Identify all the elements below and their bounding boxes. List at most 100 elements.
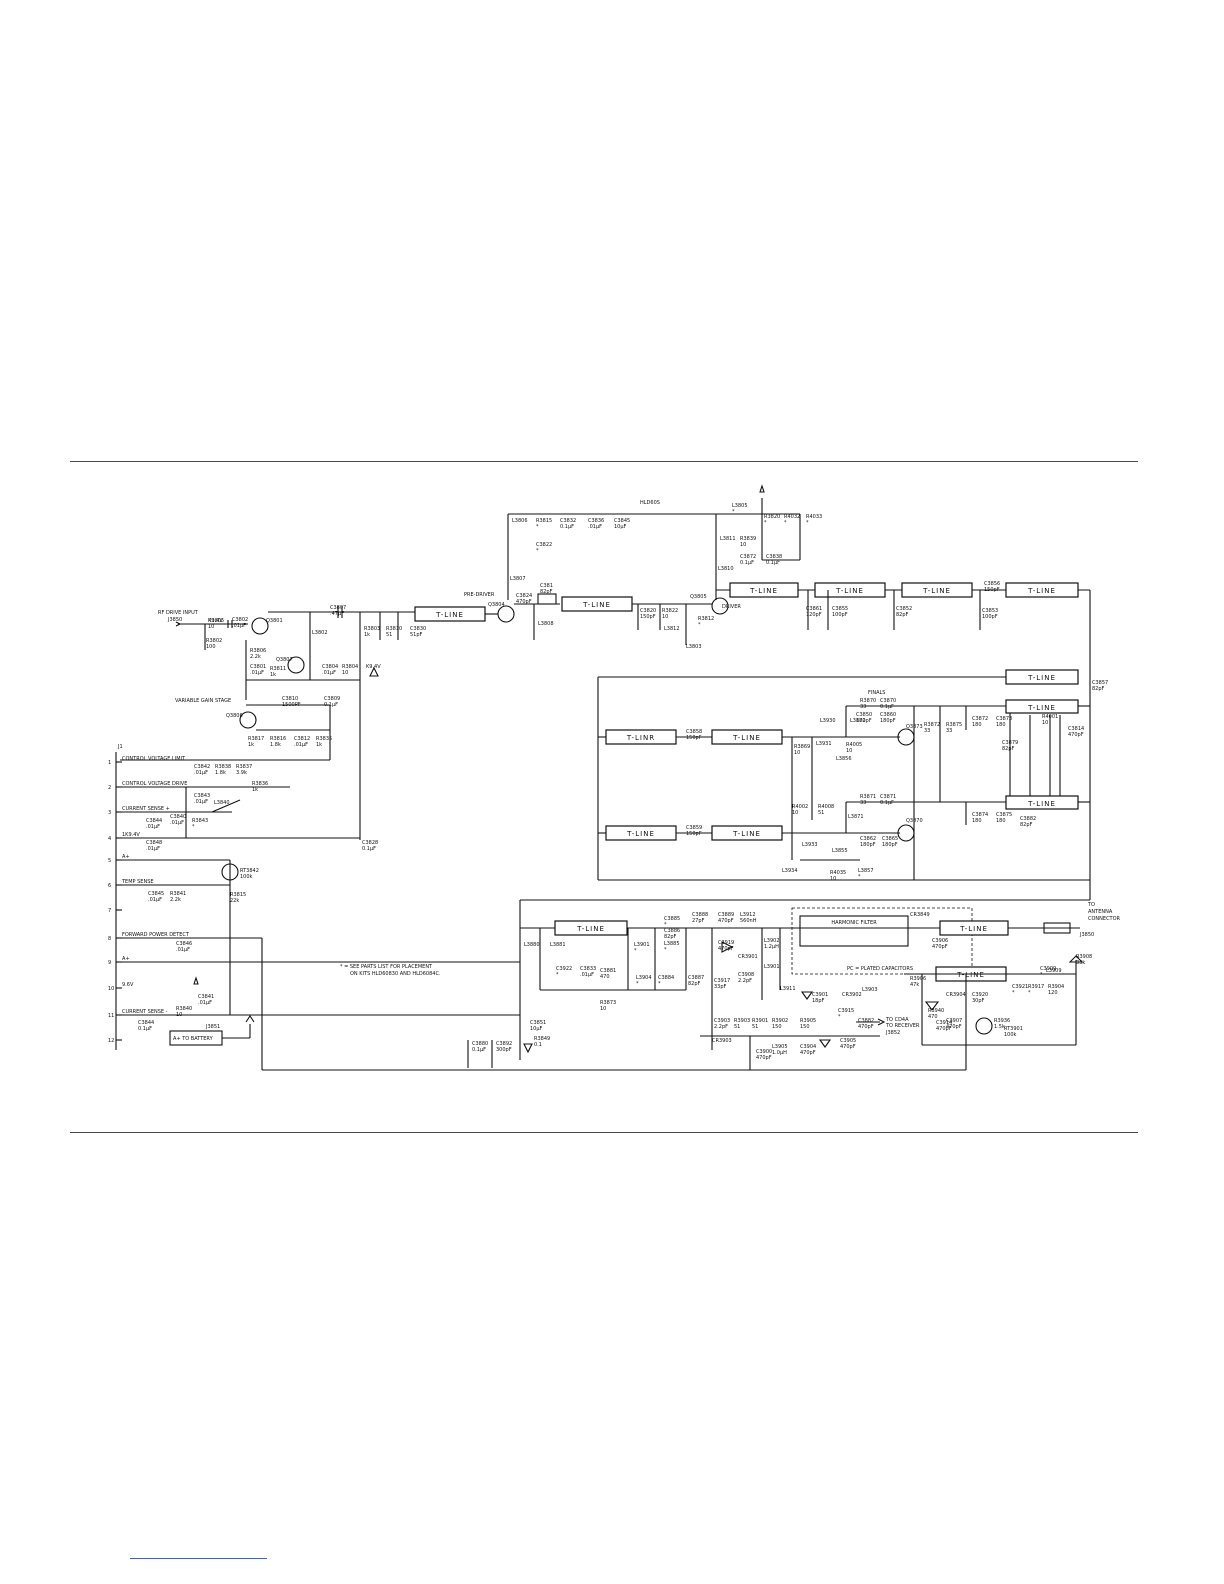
component-ref: C3833 <box>580 966 596 972</box>
component-ref: K9.4V <box>366 664 381 670</box>
component-ref: L3901 <box>764 964 780 970</box>
svg-text:J3850: J3850 <box>1079 932 1094 938</box>
component-value: 470pF <box>718 946 734 952</box>
component-ref: L3885 <box>664 941 680 947</box>
component-value: * <box>858 874 861 880</box>
harmonic-filter-label: HARMONIC FILTER <box>831 920 877 926</box>
component-ref: C3903 <box>714 1018 730 1024</box>
component-value: 120 <box>1048 990 1058 996</box>
component-ref: L3810 <box>718 566 734 572</box>
component-value: 470pF <box>800 1050 816 1056</box>
component-ref: R3836 <box>252 781 268 787</box>
component-value: .01µF <box>322 670 336 676</box>
component-value: .01µF <box>198 1000 212 1006</box>
component-value: 470pF <box>858 1024 874 1030</box>
component-ref: C3830 <box>410 626 426 632</box>
component-ref: CR3902 <box>842 992 862 998</box>
component-ref: C3874 <box>972 812 988 818</box>
component-value: 470pF <box>946 1024 962 1030</box>
component-value: * <box>1012 990 1015 996</box>
connector-pin-number: 8 <box>108 936 111 942</box>
component-ref: C3859 <box>686 825 702 831</box>
supply-rail: HLD60S <box>507 484 801 600</box>
component-ref: C3884 <box>658 975 674 981</box>
component-ref: L3811 <box>720 536 736 542</box>
component-ref: C3900 <box>756 1049 772 1055</box>
plated-capacitors-label: PC = PLATED CAPACITORS <box>847 966 913 972</box>
component-ref: C3887 <box>688 975 704 981</box>
component-value: 33 <box>860 704 866 710</box>
transistor-q3806 <box>239 711 257 729</box>
component-value: 0.1µF <box>362 846 376 852</box>
component-ref: R3904 <box>1048 984 1064 990</box>
component-value: 0.1µF <box>880 800 894 806</box>
tline-5 <box>901 582 973 598</box>
component-ref: C3838 <box>766 554 782 560</box>
component-value: 470pF <box>1068 732 1084 738</box>
connector-pin-label: CURRENT SENSE - <box>122 1009 168 1015</box>
component-value: 180pF <box>860 842 876 848</box>
component-value: 180 <box>996 818 1006 824</box>
component-value: .01µF <box>194 770 208 776</box>
component-ref: C3906 <box>932 938 948 944</box>
connector-pin-number: 12 <box>108 1038 114 1044</box>
component-ref: R3872 <box>924 722 940 728</box>
component-ref: C3840 <box>170 814 186 820</box>
component-ref: Q3801 <box>266 618 283 624</box>
component-value: 22k <box>230 898 239 904</box>
variable-gain-label: VARIABLE GAIN STAGE <box>175 698 231 704</box>
component-value: 560nH <box>740 918 757 924</box>
component-ref: R3875 <box>946 722 962 728</box>
component-value: 10 <box>830 876 836 882</box>
component-ref: L3933 <box>802 842 818 848</box>
component-value: 1k <box>252 787 258 793</box>
tline-15 <box>939 920 1009 936</box>
component-value: 10 <box>794 750 800 756</box>
component-value: 33 <box>924 728 930 734</box>
pre-driver-stage: T-LINE PRE-DRIVER T-LINE <box>414 592 712 640</box>
component-value: * <box>636 981 639 987</box>
component-value: 10 <box>792 810 798 816</box>
component-value: 3.9k <box>236 770 247 776</box>
component-ref: R3816 <box>270 736 286 742</box>
component-value: 0.1µF <box>324 702 338 708</box>
component-value: 82pF <box>688 981 701 987</box>
component-value: 51 <box>386 632 392 638</box>
component-value: 0.1µF <box>138 1026 152 1032</box>
component-value: 470pF <box>936 1026 952 1032</box>
component-ref: L3807 <box>510 576 526 582</box>
component-ref: C3889 <box>718 912 734 918</box>
component-value: 82pF <box>1002 746 1015 752</box>
component-ref: C3905 <box>840 1038 856 1044</box>
connector-pin-label: FORWARD POWER DETECT <box>122 932 190 938</box>
footer-link-underline[interactable] <box>130 1558 267 1559</box>
component-ref: C3845 <box>148 891 164 897</box>
component-value: 0.1 <box>534 1042 542 1048</box>
tline-3 <box>729 582 799 598</box>
component-value: 150pF <box>984 587 1000 593</box>
component-value: 180 <box>972 722 982 728</box>
component-ref: R4033 <box>806 514 822 520</box>
diode-cr3849 <box>523 1043 533 1054</box>
component-value: 120pF <box>806 612 822 618</box>
battery-connection: A+ TO BATTERY J3851 * = SEE PARTS LIST F… <box>169 964 441 1046</box>
svg-text:T-LINE: T-LINE <box>1027 800 1056 808</box>
component-ref: R3804 <box>342 664 358 670</box>
component-ref: R3817 <box>248 736 264 742</box>
component-ref: R3805 <box>208 618 224 624</box>
model-label: HLD60S <box>640 500 660 506</box>
component-ref: C3853 <box>982 608 998 614</box>
component-ref: R3806 <box>250 648 266 654</box>
component-value: 1.0µH <box>772 1050 787 1056</box>
component-ref: C3844 <box>138 1020 154 1026</box>
diode-cr3903 <box>818 1039 832 1048</box>
component-value: 33pF <box>714 984 727 990</box>
component-ref: C3920 <box>972 992 988 998</box>
component-value: 82pF <box>664 934 677 940</box>
component-value: * <box>536 548 539 554</box>
component-ref: C381 <box>540 583 553 589</box>
component-ref: C3841 <box>198 994 214 1000</box>
component-value: 33 <box>860 800 866 806</box>
component-ref: R3815 <box>230 892 246 898</box>
svg-text:T-LINE: T-LINE <box>1027 704 1056 712</box>
